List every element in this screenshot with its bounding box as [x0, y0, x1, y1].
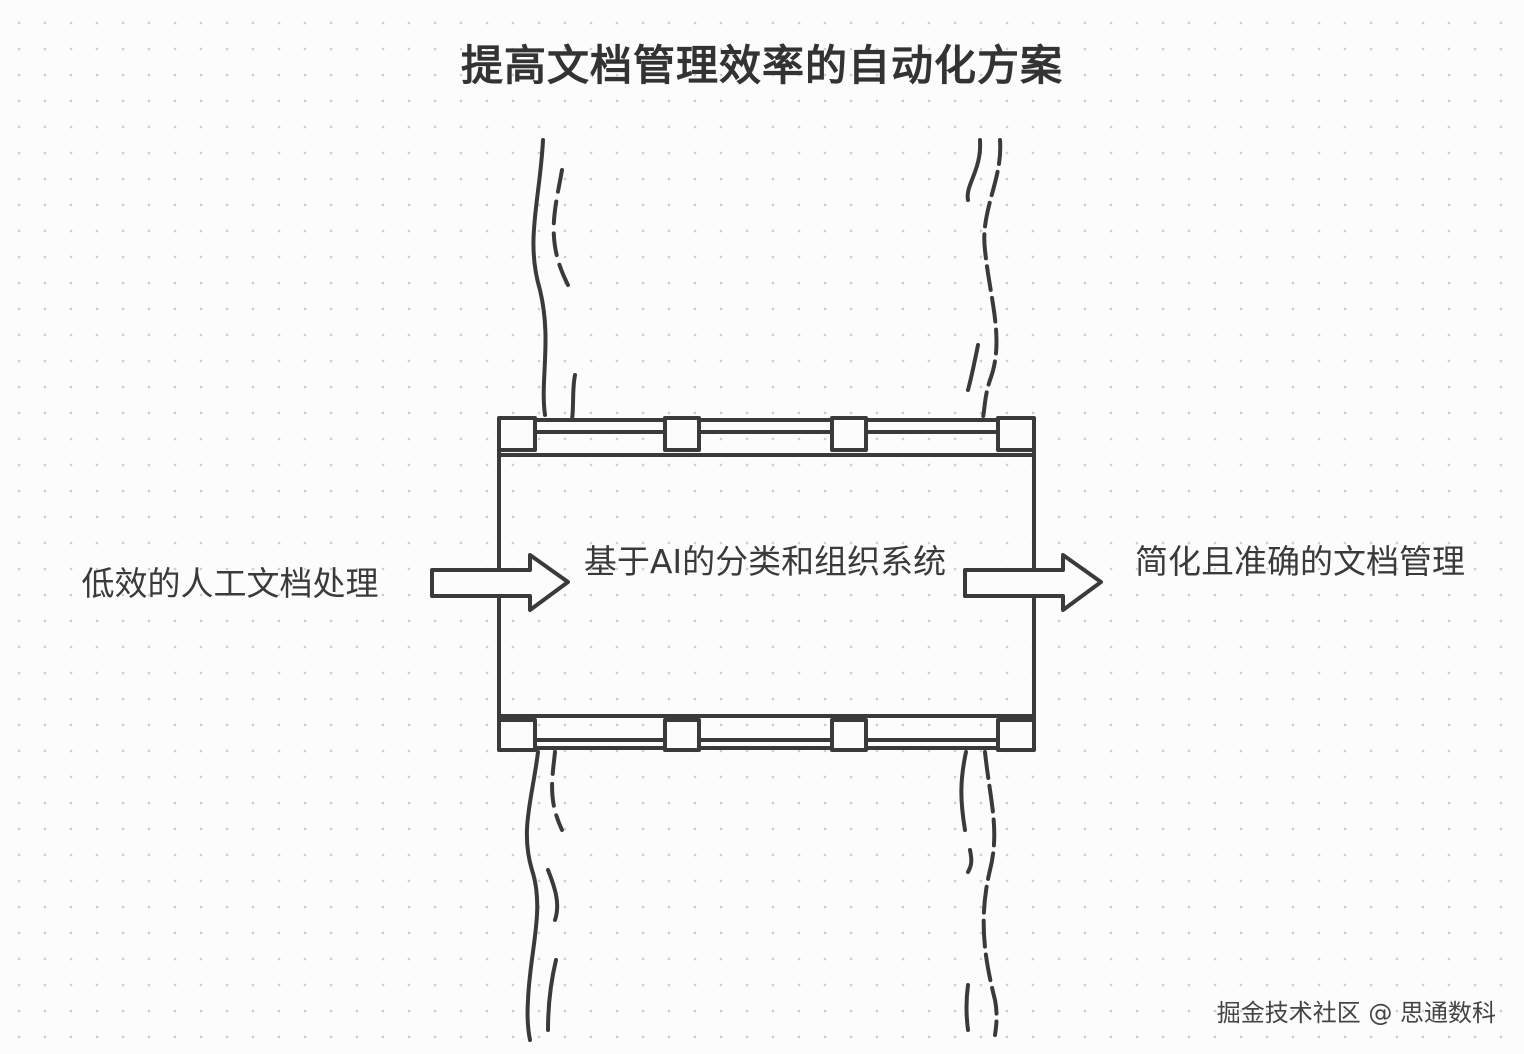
right-pipe-upper	[965, 138, 1003, 420]
input-arrow	[430, 553, 570, 612]
top-brackets	[497, 416, 1036, 452]
watermark: 掘金技术社区 @ 思通数科	[1216, 999, 1496, 1027]
right-pipe-lower	[959, 750, 999, 1037]
process-label: 基于AI的分类和组织系统	[583, 542, 947, 581]
page-title: 提高文档管理效率的自动化方案	[460, 41, 1063, 90]
bottom-brackets	[497, 718, 1036, 752]
output-label: 简化且准确的文档管理	[1135, 542, 1465, 581]
output-arrow	[963, 553, 1103, 612]
left-pipe-lower	[524, 750, 564, 1042]
process-box	[497, 418, 1036, 750]
left-pipe-upper	[531, 138, 577, 422]
input-label: 低效的人工文档处理	[81, 564, 379, 603]
